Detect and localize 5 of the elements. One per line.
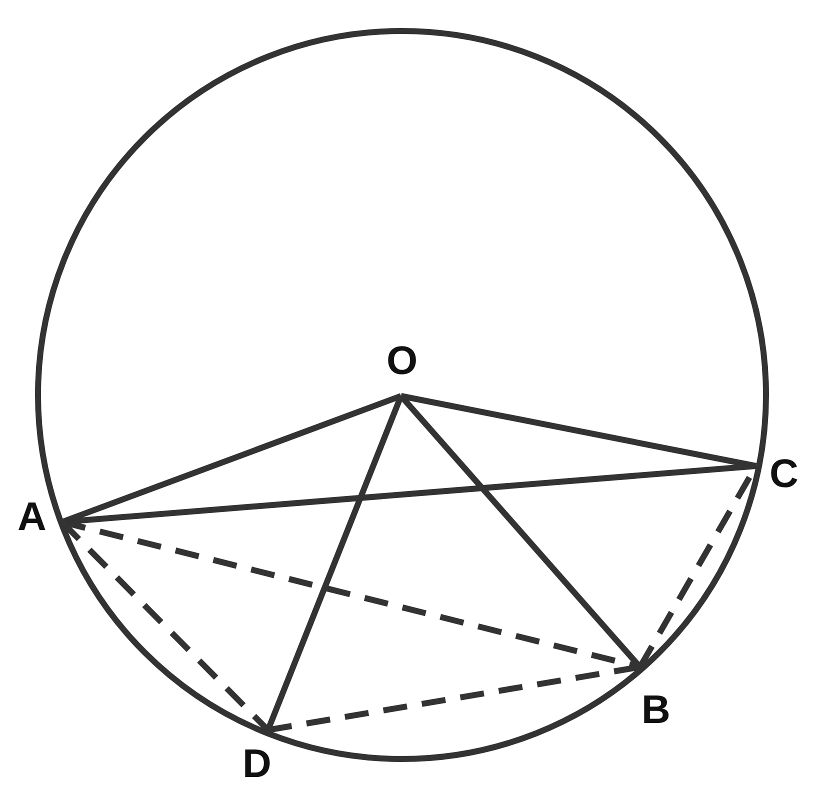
point-label: A <box>18 497 46 537</box>
point-label: C <box>770 454 798 494</box>
point-label: B <box>642 690 670 730</box>
point-label: D <box>242 744 272 784</box>
point-label: O <box>386 341 418 381</box>
